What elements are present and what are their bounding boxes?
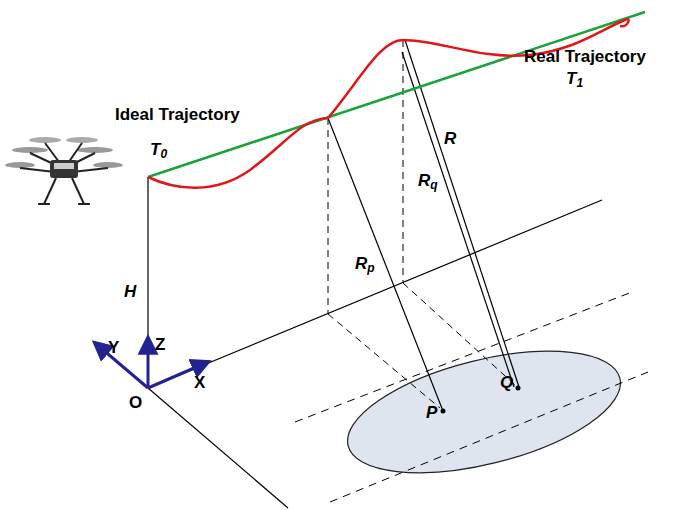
range-symbol: Rp	[355, 255, 375, 274]
trajectory-symbol: T1	[566, 70, 583, 89]
axis-label: Z	[155, 336, 165, 353]
drone-icon	[5, 137, 123, 204]
y-axis	[95, 343, 148, 388]
ground-line	[148, 388, 288, 508]
range-line	[402, 52, 514, 387]
range-symbol: Rq	[418, 172, 438, 191]
swath-boundary	[330, 372, 648, 502]
point-dot	[441, 409, 446, 414]
point-dot	[516, 386, 521, 391]
ground-line	[148, 200, 602, 388]
trajectory-symbol: T0	[150, 141, 167, 160]
axis-label: Y	[108, 339, 119, 356]
origin-label: O	[129, 394, 142, 411]
range-symbol: R	[444, 130, 456, 147]
point-label: Q	[500, 374, 513, 391]
trajectory-label: Real Trajectory	[524, 48, 646, 65]
range-line	[405, 40, 519, 387]
z-axis	[147, 338, 150, 388]
projection-line	[403, 40, 404, 283]
projection-line	[403, 283, 515, 385]
real-trajectory	[148, 19, 629, 188]
swath-boundary	[295, 292, 632, 422]
axis-label: X	[194, 374, 205, 391]
height-symbol: H	[124, 283, 136, 300]
ideal-trajectory	[148, 12, 645, 177]
point-label: P	[426, 404, 437, 421]
footprint-ellipse	[336, 328, 633, 497]
trajectory-label: Ideal Trajectory	[115, 106, 240, 123]
projection-line	[328, 118, 329, 314]
range-line	[328, 118, 443, 411]
height-line	[147, 177, 148, 388]
